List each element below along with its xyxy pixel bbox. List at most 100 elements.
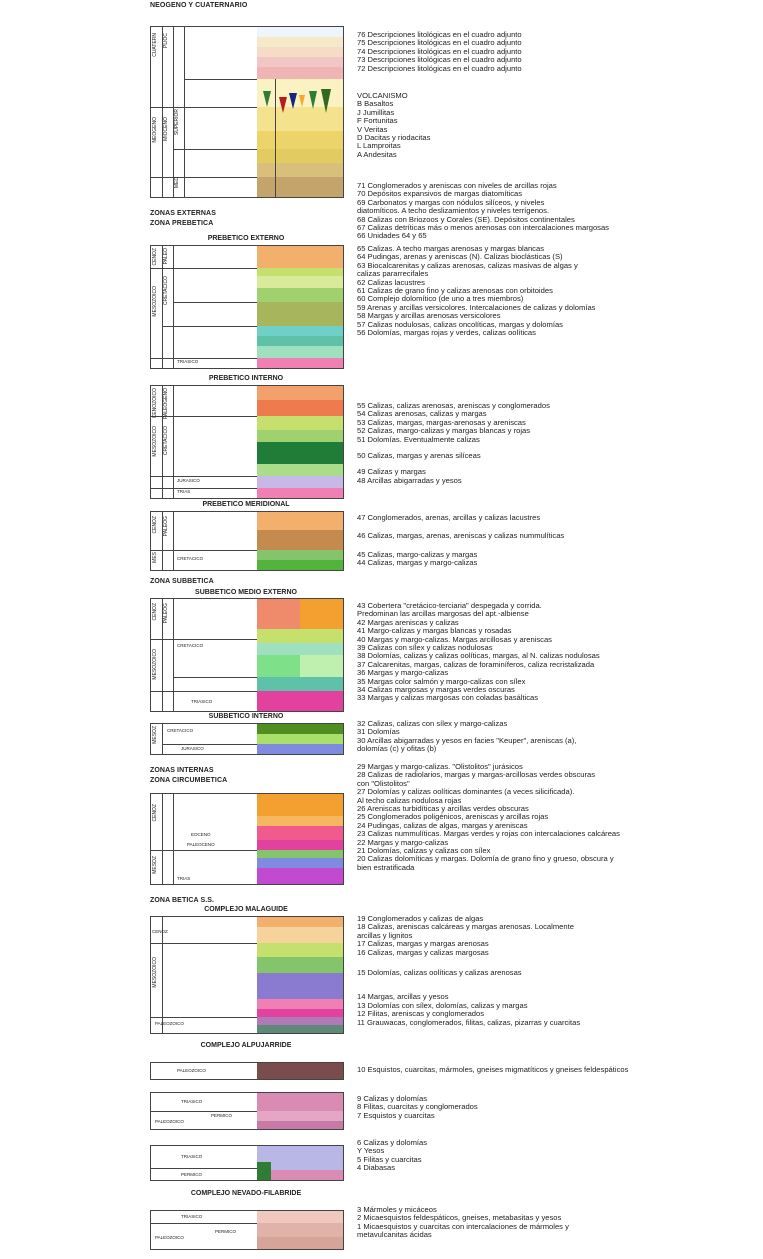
legend-28b: con "Olistolitos" <box>357 778 410 788</box>
volcanism-f: F Fortunitas <box>357 116 398 126</box>
label-paleogeno: PALEO <box>163 248 169 265</box>
label-mioceno: MIOCENO <box>163 117 169 141</box>
alpujarride-legend-3: 6 Calizas y dolomías Y Yesos 5 Filitas y… <box>357 1138 427 1173</box>
zonas-externas-title: ZONAS EXTERNAS <box>150 210 216 217</box>
volcanism-j: J Jumillitas <box>357 107 395 117</box>
volcanism-title: VOLCANISMO <box>357 91 408 100</box>
unit-65 <box>257 246 343 254</box>
legend-14: 14 Margas, arcillas y yesos <box>357 992 449 1002</box>
unit-63 <box>257 268 343 276</box>
unit-75 <box>257 37 343 47</box>
legend-27b: Al techo calizas nodulosa rojas <box>357 795 462 805</box>
volcanic-symbol <box>263 91 271 107</box>
legend-64: 64 Pudingas, arenas y areniscas (N). Cal… <box>357 252 563 262</box>
unit-13 <box>257 1009 343 1017</box>
legend-31: 31 Dolomías <box>357 727 400 737</box>
legend-40: 40 Margas y margo-calizas. Margas arcill… <box>357 634 552 644</box>
alpujarride-column-2: TRIASICO PALEOZOICO PERMICO <box>150 1092 344 1130</box>
unit-59 <box>257 326 343 336</box>
unit-50 <box>257 464 343 476</box>
unit-26 <box>257 840 343 850</box>
complejo-alpujarride-title: COMPLEJO ALPUJARRIDE <box>200 1042 292 1049</box>
legend-63b: calizas pararrecifales <box>357 269 429 279</box>
label-trias: TRIAS <box>177 876 191 881</box>
legend-48: 48 Arcillas abigarradas y yesos <box>357 475 462 485</box>
legend-70: 70 Depósitos expansivos de margas diatom… <box>357 189 523 199</box>
legend-y: Y Yesos <box>357 1146 385 1156</box>
legend-20b: bien estratificada <box>357 862 415 872</box>
complejo-malaguide-title: COMPLEJO MALAGUIDE <box>204 906 288 913</box>
label-neogeno: NEOGENO <box>152 117 158 143</box>
unit-32 <box>257 724 343 734</box>
unit-69 <box>257 149 343 163</box>
unit-3 <box>257 1211 343 1223</box>
label-paleozoico: PALEOZOICO <box>177 1068 206 1073</box>
legend-69b: diatomíticos. A techo deslizamientos y n… <box>357 206 550 216</box>
legend-1b: metavulcanitas ácidas <box>357 1230 432 1240</box>
legend-72: 72 Descripciones litológicas en el cuadr… <box>357 63 522 73</box>
label-mesozoico: MESOZ <box>152 726 158 744</box>
label-cretacico: CRETACICO <box>177 643 204 648</box>
unit-60 <box>257 302 343 326</box>
unit-7 <box>257 1121 343 1129</box>
unit-64 <box>257 254 343 268</box>
unit-11 <box>257 1025 343 1033</box>
label-cuaternario: CUATERN <box>152 33 158 57</box>
unit-27 <box>257 826 343 840</box>
legend-39: 39 Calizas con sílex y calizas nodulosas <box>357 642 493 652</box>
unit-56 <box>257 358 343 368</box>
unit-38 <box>300 655 343 677</box>
label-paleozoico: PALEOZOICO <box>155 1235 184 1240</box>
legend-34: 34 Calizas margosas y margas verdes oscu… <box>357 684 515 694</box>
legend-15: 15 Dolomías, calizas oolíticas y calizas… <box>357 967 522 977</box>
legend-42: 42 Margas areniscas y calizas <box>357 617 459 627</box>
legend-37: 37 Calcarenitas, margas, calizas de fora… <box>357 659 595 669</box>
legend-46: 46 Calizas, margas, arenas, areniscas y … <box>357 531 565 541</box>
legend-67: 67 Calizas detríticas más o menos arenos… <box>357 222 609 232</box>
unit-68 <box>257 131 343 149</box>
legend-35: 35 Margas color salmón y margo-calizas c… <box>357 676 526 686</box>
legend-49: 49 Calizas y margas <box>357 467 426 477</box>
nevado-filabride-legend: 3 Mármoles y micáceos 2 Micaesquistos fe… <box>357 1205 569 1240</box>
legend-18: 18 Calizas, areniscas calcáreas y margas… <box>357 922 574 932</box>
zona-betica-title: ZONA BETICA S.S. <box>150 897 215 904</box>
unit-58 <box>257 336 343 346</box>
label-cretacico: CRETACICO <box>177 556 204 561</box>
legend-43: 43 Cobertera "cretácico-terciaria" despe… <box>357 601 542 610</box>
alpujarride-legend-1: 10 Esquistos, cuarcitas, mármoles, gneis… <box>357 1065 628 1074</box>
unit-74 <box>257 47 343 57</box>
volcanic-symbol <box>321 89 331 113</box>
legend-1: 1 Micaesquistos y cuarcitas con intercal… <box>357 1221 569 1231</box>
legend-54: 54 Calizas arenosas, calizas y margas <box>357 409 487 419</box>
label-mesozoico: MESOZOICO <box>152 286 158 317</box>
label-cenozoico: CENOZ <box>152 804 158 822</box>
unit-16 <box>257 957 343 973</box>
unit-6 <box>257 1146 343 1170</box>
volcanic-symbol <box>309 91 317 109</box>
subbetico-medio-externo-legend: 43 Cobertera "cretácico-terciaria" despe… <box>357 601 600 703</box>
legend-69: 69 Carbonatos y margas con nódulos silíc… <box>357 197 545 207</box>
volcanism-l: L Lamproitas <box>357 141 401 151</box>
legend-18b: arcillas y lignitos <box>357 930 413 940</box>
unit-44 <box>257 560 343 570</box>
label-cretacico: CRETACICO <box>163 426 169 456</box>
neogene-legend: 76 Descripciones litológicas en el cuadr… <box>357 30 522 73</box>
legend-43b: Predominan las arcillas margosas del apt… <box>357 609 529 619</box>
label-permico: PERMICO <box>181 1172 203 1177</box>
alpujarride-column-3: TRIASICO PERMICO <box>150 1145 344 1181</box>
unit-47 <box>257 512 343 530</box>
legend-27: 27 Dolomías y calizas oolíticas dominant… <box>357 787 575 797</box>
legend-44: 44 Calizas, margas y margo-calizas <box>357 558 478 568</box>
label-triasico: TRIASICO <box>181 1154 203 1159</box>
neogene-legend-2: 71 Conglomerados y areniscas con niveles… <box>357 181 609 241</box>
unit-18 <box>257 927 343 943</box>
legend-22: 22 Margas y margo-calizas <box>357 837 449 847</box>
legend-29: 29 Margas y margo-calizas. "Olistolitos"… <box>357 762 523 771</box>
volcanic-symbol <box>289 93 297 109</box>
legend-33: 33 Margas y calizas margosas con coladas… <box>357 693 539 703</box>
subbetico-interno-title: SUBBETICO INTERNO <box>208 713 284 720</box>
unit-55 <box>257 386 343 400</box>
legend-5: 5 Filitas y cuarcitas <box>357 1154 422 1164</box>
unit-40 <box>257 643 343 655</box>
label-mesozoico: MESOZOICO <box>152 426 158 457</box>
